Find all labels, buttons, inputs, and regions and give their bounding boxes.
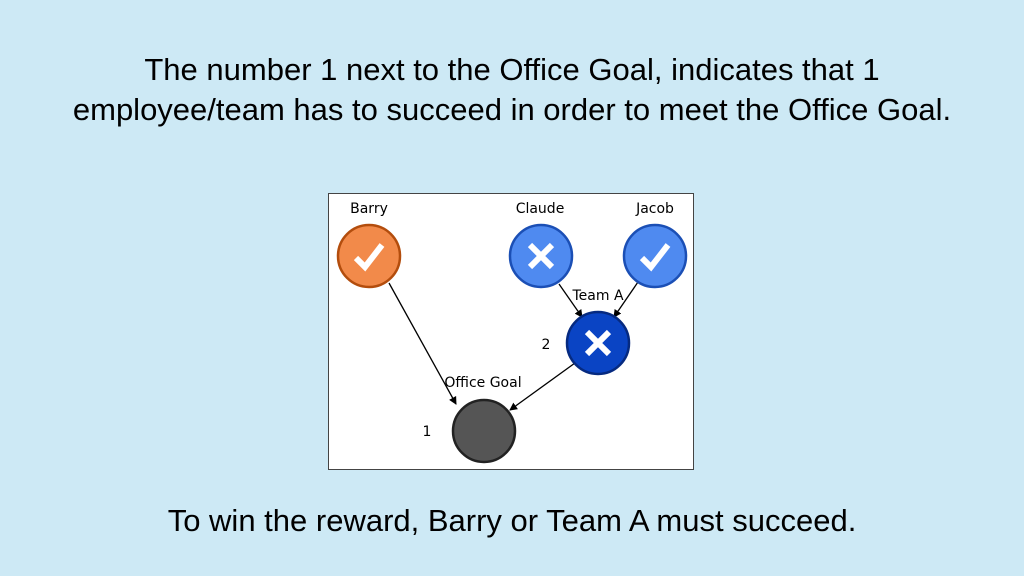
footer-caption: To win the reward, Barry or Team A must …	[167, 503, 857, 538]
jacob-label: Jacob	[635, 201, 674, 217]
jacob-node	[622, 223, 688, 289]
office-goal-label: Office Goal	[444, 375, 521, 391]
edge-claude-team-a	[558, 283, 583, 318]
barry-label: Barry	[350, 201, 388, 217]
team-a-threshold: 2	[542, 337, 551, 353]
goal-diagram: Barry Claude Jacob Team A 2 Office Goal …	[328, 193, 694, 470]
check-icon	[639, 243, 671, 272]
edge-jacob-team-a	[613, 281, 639, 318]
office-goal-threshold: 1	[423, 424, 432, 440]
edge-team-a-office-goal	[509, 362, 576, 411]
office-goal-node	[451, 398, 517, 464]
edge-barry-office-goal	[388, 282, 457, 405]
heading: The number 1 next to the Office Goal, in…	[72, 52, 952, 127]
barry-node	[336, 223, 402, 289]
x-icon	[527, 242, 555, 270]
diagram-canvas: Barry Claude Jacob Team A 2 Office Goal …	[336, 201, 688, 464]
x-icon	[584, 329, 612, 357]
check-icon	[353, 243, 385, 272]
claude-label: Claude	[516, 201, 565, 217]
team-a-label: Team A	[571, 288, 623, 304]
